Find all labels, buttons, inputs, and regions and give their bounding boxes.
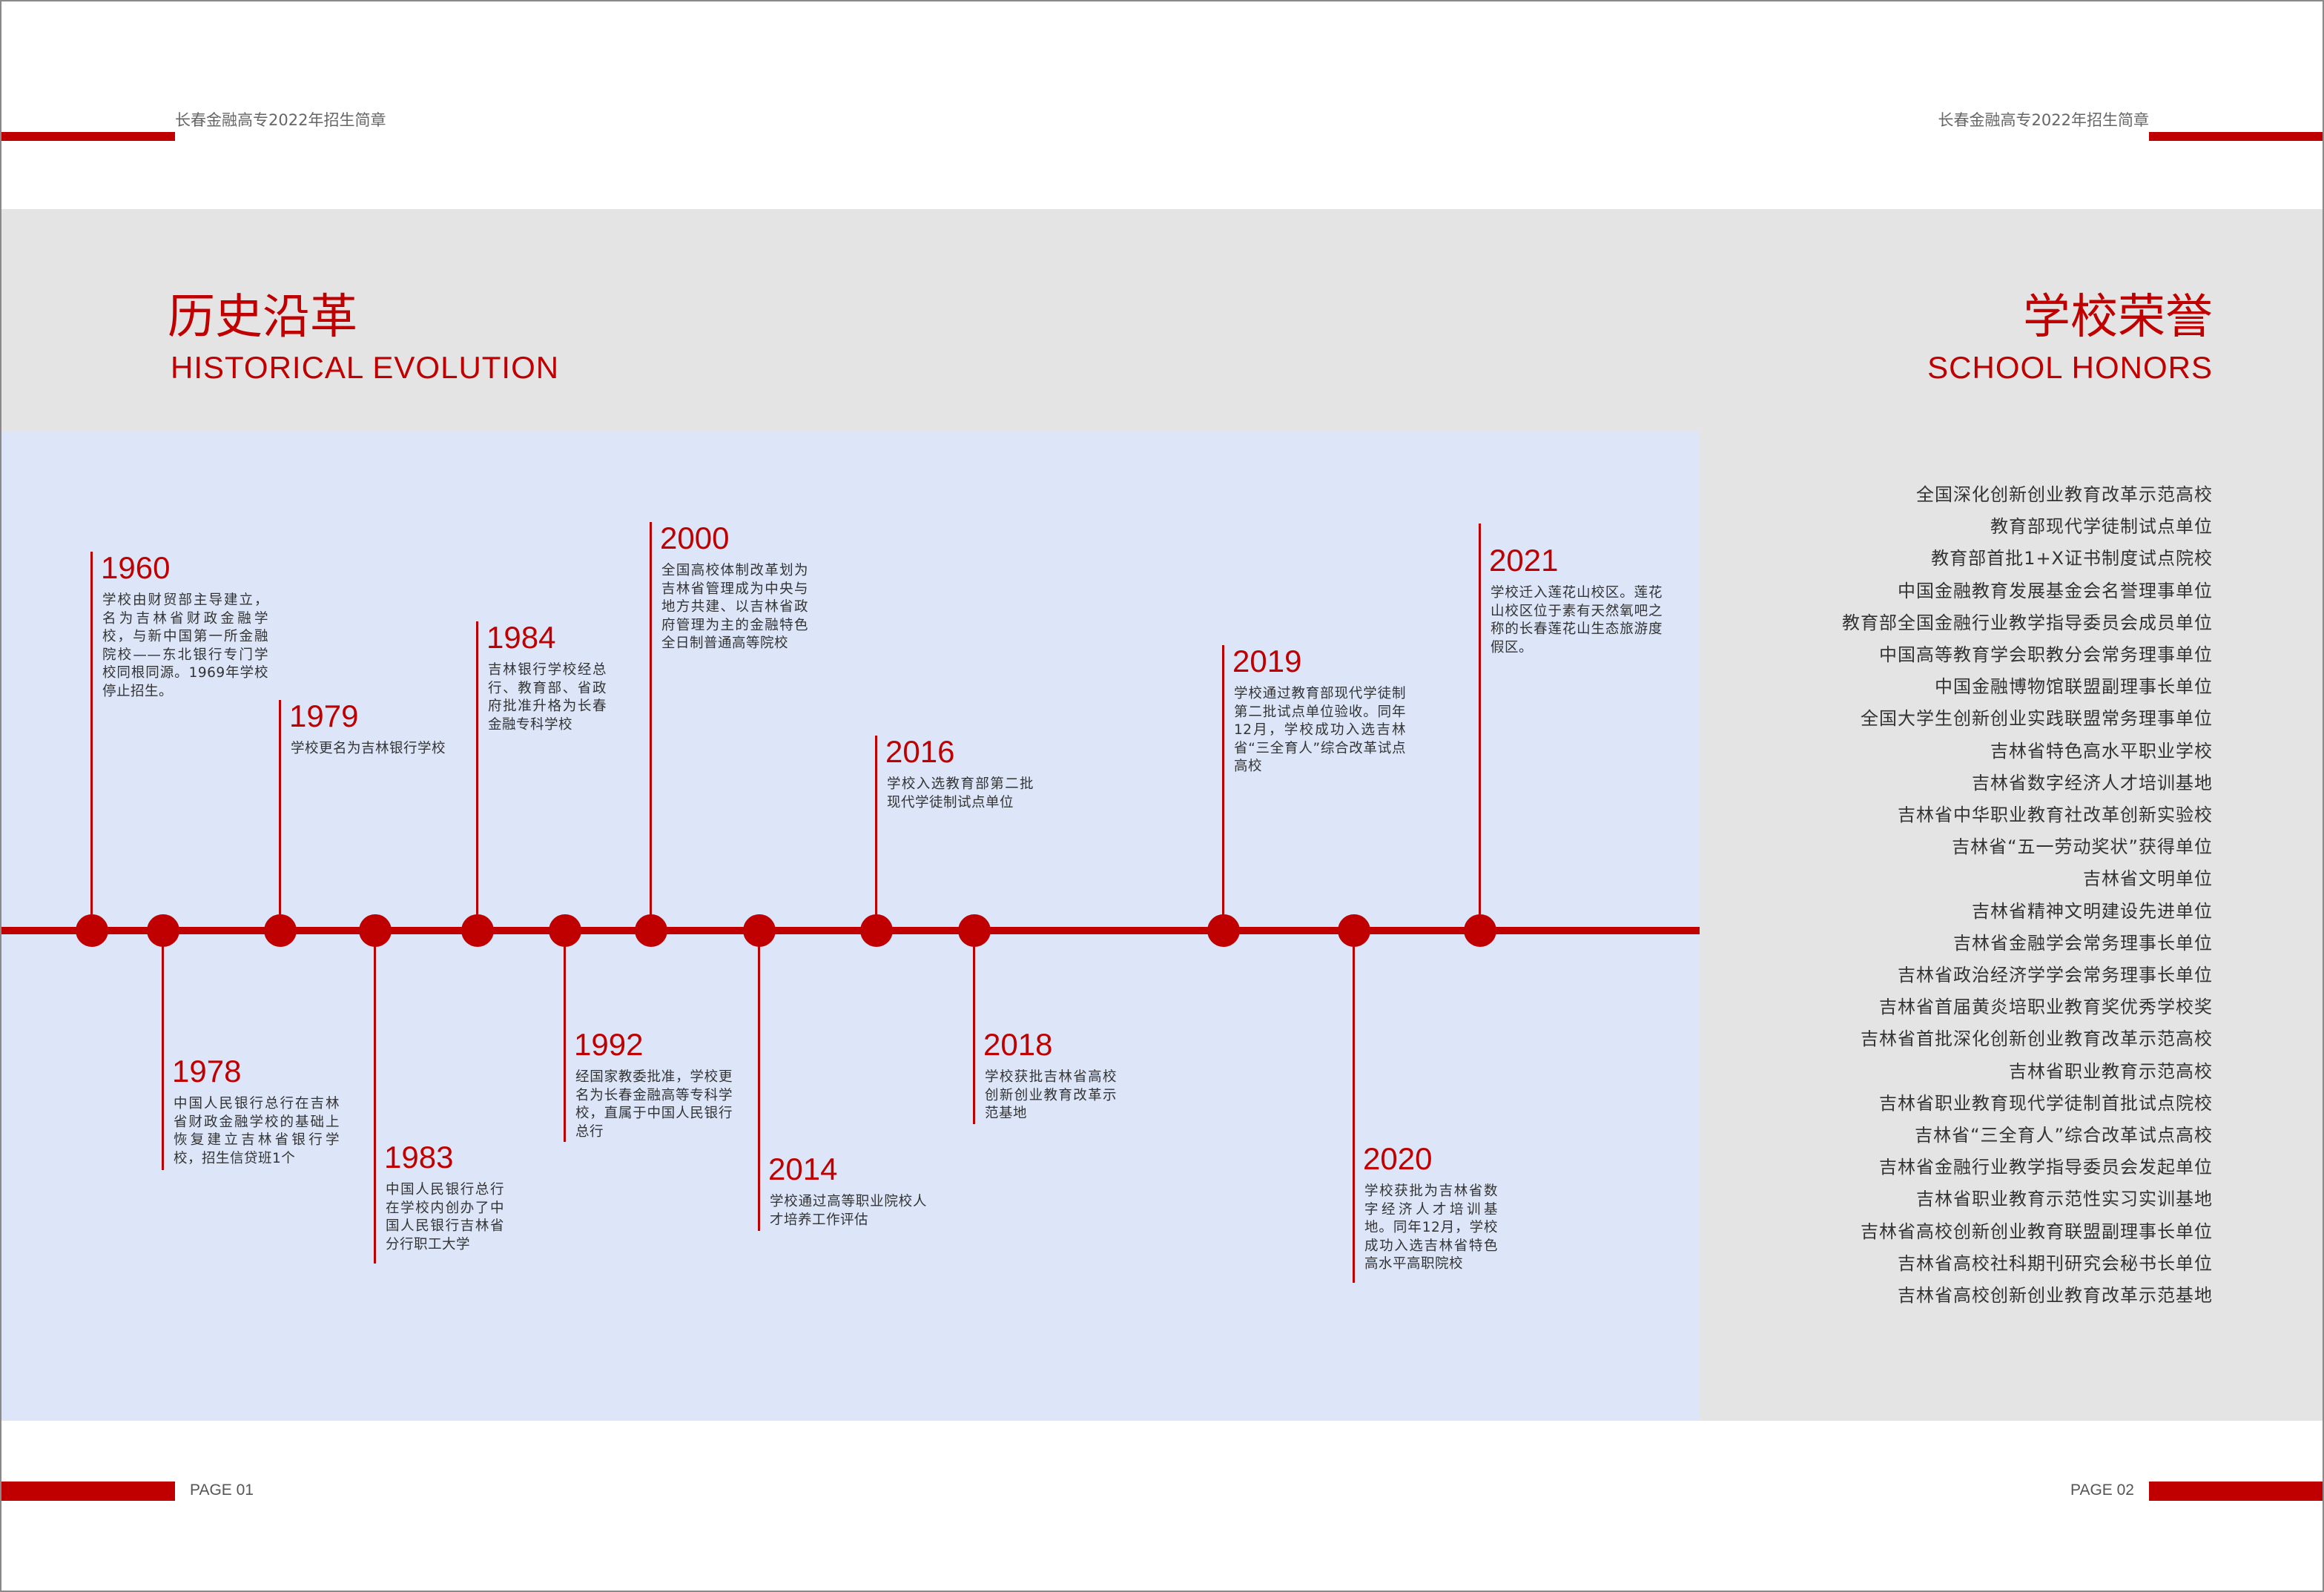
honors-title-en: SCHOOL HONORS: [1927, 350, 2213, 385]
event-description: 学校通过教育部现代学徒制第二批试点单位验收。同年12月，学校成功入选吉林省“三全…: [1234, 686, 1406, 774]
event-year: 1983: [384, 1140, 454, 1175]
event-description: 学校由财贸部主导建立，名为吉林省财政金融学校，与新中国第一所金融院校——东北银行…: [102, 592, 268, 699]
event-connector: [758, 931, 760, 1231]
event-description: 学校通过高等职业院校人才培养工作评估: [770, 1194, 927, 1228]
header-accent-bar-left: [0, 132, 175, 141]
honors-list: 全国深化创新创业教育改革示范高校 教育部现代学徒制试点单位 教育部首批1+X证书…: [1842, 479, 2213, 1312]
footer-accent-bar-right: [2149, 1482, 2324, 1501]
header-title-left: 长春金融高专2022年招生简章: [175, 111, 386, 129]
honor-item: 全国大学生创新创业实践联盟常务理事单位: [1861, 708, 2213, 730]
event-connector: [650, 522, 652, 931]
event-year: 2016: [885, 734, 955, 769]
honor-item: 教育部现代学徒制试点单位: [1990, 516, 2213, 538]
honor-item: 吉林省精神文明建设先进单位: [1972, 900, 2213, 922]
event-connector: [1222, 645, 1224, 931]
history-title-en: HISTORICAL EVOLUTION: [171, 350, 560, 385]
event-description: 吉林银行学校经总行、教育部、省政府批准升格为长春金融专科学校: [488, 662, 607, 733]
event-description: 中国人民银行总行在学校内创办了中国人民银行吉林省分行职工大学: [386, 1182, 504, 1252]
honor-item: 教育部全国金融行业教学指导委员会成员单位: [1842, 612, 2213, 633]
event-description: 全国高校体制改革划为吉林省管理成为中央与地方共建、以吉林省政府管理为主的金融特色…: [661, 563, 808, 651]
honor-item: 吉林省中华职业教育社改革创新实验校: [1898, 805, 2213, 826]
event-year: 2021: [1489, 543, 1559, 578]
honor-item: 吉林省首批深化创新创业教育改革示范高校: [1861, 1028, 2213, 1050]
event-year: 1978: [172, 1054, 242, 1089]
honor-item: 教育部首批1+X证书制度试点院校: [1931, 548, 2213, 569]
event-connector: [973, 931, 975, 1124]
honors-title-cn: 学校荣誉: [2023, 290, 2213, 345]
event-connector: [875, 736, 877, 931]
event-connector: [90, 552, 93, 931]
honor-item: 吉林省职业教育示范高校: [2009, 1060, 2213, 1082]
honor-item: 吉林省金融行业教学指导委员会发起单位: [1879, 1157, 2213, 1178]
timeline-axis: [0, 927, 1700, 934]
event-description: 中国人民银行总行在吉林省财政金融学校的基础上恢复建立吉林省银行学校，招生信贷班1…: [174, 1096, 340, 1166]
honor-item: 吉林省特色高水平职业学校: [1990, 740, 2213, 762]
event-year: 2018: [983, 1027, 1053, 1062]
honor-item: 吉林省首届黄炎培职业教育奖优秀学校奖: [1879, 997, 2213, 1018]
page-number-right: PAGE 02: [2070, 1482, 2134, 1499]
event-description: 学校获批为吉林省数字经济人才培训基地。同年12月，学校成功入选吉林省特色高水平高…: [1364, 1183, 1498, 1272]
honor-item: 吉林省金融学会常务理事长单位: [1953, 932, 2213, 954]
event-connector: [1353, 931, 1355, 1283]
honor-item: 吉林省文明单位: [2083, 868, 2213, 890]
event-description: 经国家教委批准，学校更名为长春金融高等专科学校，直属于中国人民银行总行: [575, 1069, 733, 1140]
event-connector: [476, 621, 478, 931]
honor-item: 吉林省高校社科期刊研究会秘书长单位: [1898, 1252, 2213, 1274]
event-connector: [1479, 523, 1481, 931]
header-title-right: 长春金融高专2022年招生简章: [1938, 111, 2149, 129]
page-number-left: PAGE 01: [190, 1482, 254, 1499]
event-connector: [374, 931, 376, 1264]
event-year: 2019: [1232, 644, 1302, 678]
honor-item: 吉林省高校创新创业教育联盟副理事长单位: [1861, 1221, 2213, 1242]
event-year: 2000: [660, 521, 730, 555]
event-year: 1960: [101, 550, 171, 585]
header-accent-bar-right: [2149, 132, 2324, 141]
history-title-cn: 历史沿革: [168, 290, 357, 345]
event-description: 学校获批吉林省高校创新创业教育改革示范基地: [985, 1069, 1117, 1121]
honor-item: 中国金融教育发展基金会名誉理事单位: [1898, 580, 2213, 601]
honor-item: 吉林省数字经济人才培训基地: [1972, 772, 2213, 793]
honor-item: 中国高等教育学会职教分会常务理事单位: [1879, 644, 2213, 666]
honor-item: 吉林省“三全育人”综合改革试点高校: [1915, 1125, 2213, 1146]
event-year: 2014: [768, 1152, 838, 1186]
event-connector: [279, 700, 281, 931]
honor-item: 吉林省高校创新创业教育改革示范基地: [1898, 1285, 2213, 1307]
footer-accent-bar-left: [0, 1482, 175, 1501]
event-connector: [162, 931, 164, 1170]
event-connector: [564, 931, 566, 1142]
honor-item: 中国金融博物馆联盟副理事长单位: [1935, 676, 2213, 698]
event-year: 2020: [1363, 1141, 1433, 1176]
honor-item: 全国深化创新创业教育改革示范高校: [1916, 484, 2213, 505]
honor-item: 吉林省职业教育示范性实习实训基地: [1916, 1189, 2213, 1210]
event-year: 1992: [574, 1027, 644, 1062]
honor-item: 吉林省政治经济学学会常务理事长单位: [1898, 965, 2213, 986]
event-year: 1979: [289, 698, 359, 733]
event-year: 1984: [486, 620, 556, 655]
event-description: 学校更名为吉林银行学校: [291, 741, 446, 756]
honor-item: 吉林省职业教育现代学徒制首批试点院校: [1879, 1092, 2213, 1114]
honor-item: 吉林省“五一劳动奖状”获得单位: [1952, 836, 2213, 858]
event-description: 学校迁入莲花山校区。莲花山校区位于素有天然氧吧之称的长春莲花山生态旅游度假区。: [1491, 585, 1663, 655]
event-description: 学校入选教育部第二批现代学徒制试点单位: [887, 776, 1034, 810]
